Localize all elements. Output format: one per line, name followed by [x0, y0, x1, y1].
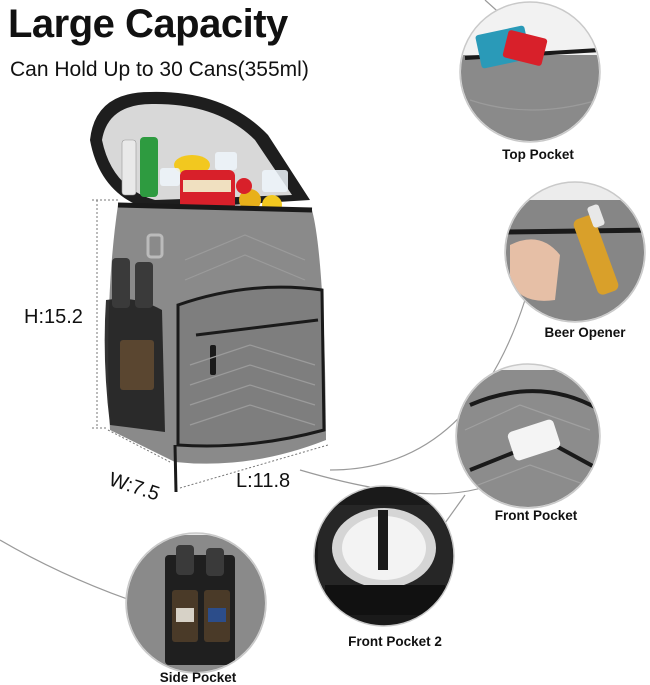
- caption-front-pocket: Front Pocket: [494, 508, 578, 523]
- caption-front-pocket-2: Front Pocket 2: [348, 634, 442, 649]
- page-subtitle: Can Hold Up to 30 Cans(355ml): [10, 58, 309, 81]
- dimension-lines: [92, 199, 329, 489]
- circle-front-pocket-2: [313, 485, 455, 627]
- circle-side-pocket: [125, 532, 267, 674]
- page-title: Large Capacity: [8, 2, 288, 46]
- height-label: H:15.2: [24, 306, 83, 328]
- caption-beer-opener: Beer Opener: [544, 325, 626, 340]
- caption-side-pocket: Side Pocket: [159, 670, 237, 685]
- backpack-main: [90, 91, 326, 493]
- length-label: L:11.8: [236, 470, 291, 492]
- circle-top-pocket: [459, 1, 601, 143]
- caption-top-pocket: Top Pocket: [502, 147, 574, 162]
- circle-front-pocket: [455, 363, 601, 509]
- front-pocket: [176, 285, 326, 448]
- circle-beer-opener: [504, 181, 646, 323]
